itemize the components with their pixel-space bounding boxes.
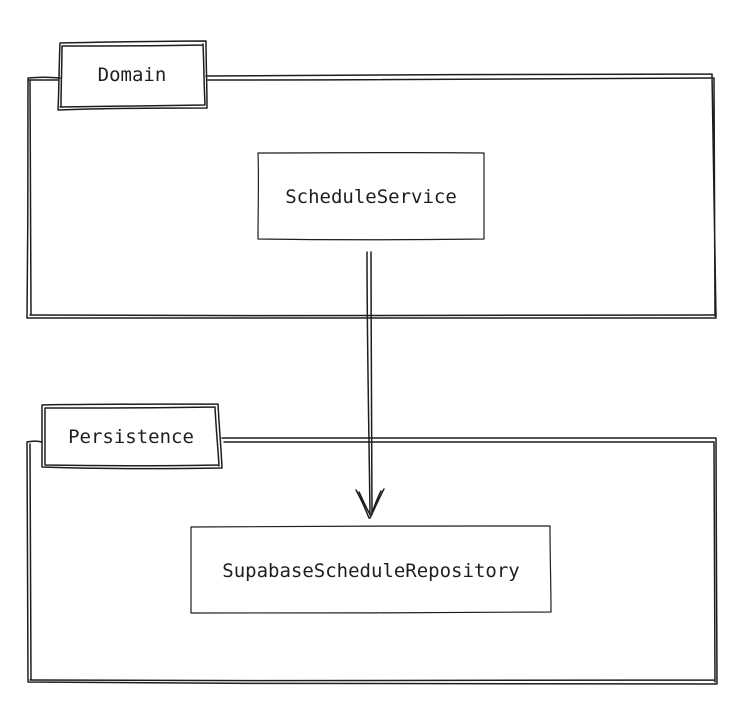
schedule-service-label: ScheduleService	[285, 186, 457, 208]
supabase-repository-border	[190, 525, 552, 614]
persistence-group-frame	[26, 437, 718, 685]
domain-group: Domain	[26, 40, 717, 319]
schedule-service-node: ScheduleService	[257, 151, 485, 241]
arrow-shaft	[366, 251, 373, 516]
supabase-repository-node: SupabaseScheduleRepository	[190, 525, 552, 614]
supabase-repository-label: SupabaseScheduleRepository	[222, 560, 519, 582]
domain-tab-border	[57, 40, 208, 111]
arrow-head	[355, 488, 385, 519]
persistence-group-label: Persistence	[68, 426, 194, 448]
domain-group-frame	[26, 73, 717, 319]
domain-group-label: Domain	[98, 64, 167, 86]
persistence-group: Persistence	[26, 403, 718, 685]
schedule-service-border	[257, 151, 485, 241]
dependency-arrow	[355, 251, 385, 519]
domain-group-tab: Domain	[57, 40, 208, 111]
persistence-tab-border	[41, 403, 223, 470]
persistence-group-tab: Persistence	[41, 403, 223, 470]
